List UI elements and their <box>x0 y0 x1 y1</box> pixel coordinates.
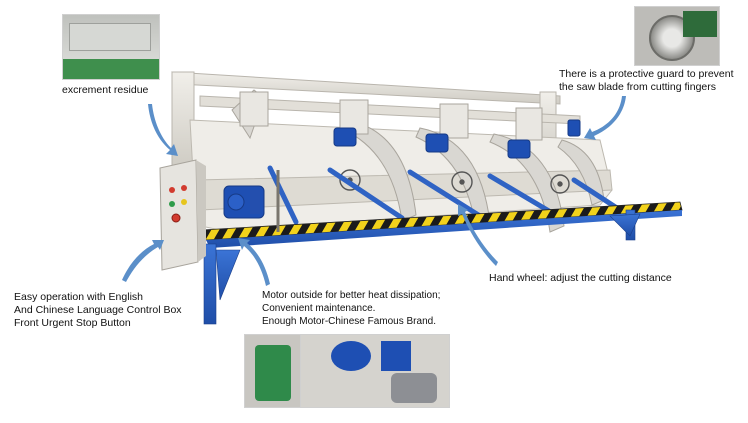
control-caption-line3: Front Urgent Stop Button <box>14 317 131 329</box>
control-caption-line1: Easy operation with English <box>14 291 143 303</box>
guard-caption-line1: There is a protective guard to prevent <box>559 68 734 80</box>
handwheel-caption: Hand wheel: adjust the cutting distance <box>489 272 672 284</box>
motor-photo-blue <box>300 334 450 408</box>
motor-caption-line2: Convenient maintenance. <box>262 303 376 314</box>
machine-legs <box>203 209 641 325</box>
handwheel-arrow-icon <box>458 204 498 266</box>
residue-photo <box>62 14 160 80</box>
motor-arrow-icon <box>238 238 270 286</box>
top-gantry <box>171 71 581 168</box>
head-motors <box>333 119 581 159</box>
guard-arrow-icon <box>584 96 626 140</box>
blue-rails <box>267 165 623 225</box>
motor-caption-line1: Motor outside for better heat dissipatio… <box>262 290 441 301</box>
control-arrow-icon <box>122 240 164 282</box>
motor-caption-line3: Enough Motor-Chinese Famous Brand. <box>262 316 436 327</box>
control-box <box>159 159 206 271</box>
control-caption-line2: And Chinese Language Control Box <box>14 304 182 316</box>
residue-caption: excrement residue <box>62 84 149 96</box>
residue-arrow-icon <box>148 104 178 156</box>
guard-caption-line2: the saw blade from cutting fingers <box>559 81 716 93</box>
saw-guard-photo <box>634 6 720 66</box>
front-motor <box>223 185 265 219</box>
